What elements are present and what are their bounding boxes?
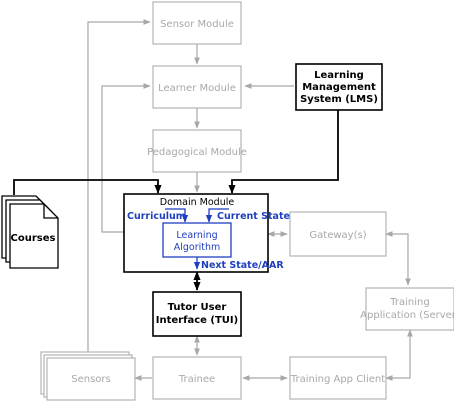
tui-label-1: Tutor User — [168, 302, 227, 313]
lms-label-2: Management — [302, 82, 376, 93]
training-app-client-box: Training App Client — [289, 356, 387, 400]
curriculum-arrow — [165, 208, 189, 223]
connector-training-app-client — [385, 329, 413, 381]
learner-module-label: Learner Module — [158, 83, 236, 94]
tui-box: Tutor User Interface (TUI) — [152, 291, 242, 337]
connector-sensors-to-sensor-module — [87, 19, 151, 352]
connector-lms-to-domain — [228, 110, 339, 194]
lms-label-3: System (LMS) — [300, 94, 378, 105]
gateway-box: Gateway(s) — [289, 211, 387, 257]
gray-connectors — [87, 19, 413, 381]
lms-label-1: Learning — [314, 70, 364, 81]
courses-stack: Courses — [1, 195, 59, 269]
courses-label: Courses — [11, 233, 56, 244]
pedagogical-module-label: Pedagogical Module — [147, 147, 247, 158]
learning-algorithm-box — [162, 222, 232, 258]
lms-box: Learning Management System (LMS) — [295, 63, 383, 111]
black-connectors — [13, 110, 339, 291]
sensors-label: Sensors — [71, 374, 111, 385]
current-state-arrow — [205, 208, 229, 223]
connector-domain-to-learner — [101, 83, 151, 233]
sensors-stack: Sensors — [40, 351, 136, 401]
pedagogical-module-box: Pedagogical Module — [147, 129, 247, 173]
domain-module-label: Domain Module — [160, 197, 235, 208]
training-application-label-1: Training — [389, 297, 429, 308]
connector-courses-to-domain — [13, 179, 162, 195]
connector-gateway-training-app — [385, 231, 411, 286]
training-application-box: Training Application (Server) — [360, 287, 454, 331]
sensor-module-label: Sensor Module — [160, 19, 234, 30]
current-state-label: Current State — [217, 211, 290, 222]
learning-algorithm-label-1: Learning — [176, 230, 217, 241]
learner-module-box: Learner Module — [152, 65, 242, 109]
trainee-box: Trainee — [152, 356, 242, 400]
courses-document-icon — [9, 203, 59, 269]
sensor-module-box: Sensor Module — [152, 1, 242, 45]
next-state-label: Next State/AAR — [201, 260, 284, 271]
learning-algorithm-label-2: Algorithm — [174, 242, 221, 253]
gateway-label: Gateway(s) — [309, 230, 366, 241]
trainee-label: Trainee — [178, 374, 215, 385]
tui-label-2: Interface (TUI) — [156, 315, 238, 326]
training-application-label-2: Application (Server) — [360, 310, 454, 321]
domain-module-box: Domain Module Curriculum Current State L… — [123, 193, 290, 273]
training-app-client-label: Training App Client — [290, 374, 385, 385]
curriculum-label: Curriculum — [127, 211, 186, 222]
